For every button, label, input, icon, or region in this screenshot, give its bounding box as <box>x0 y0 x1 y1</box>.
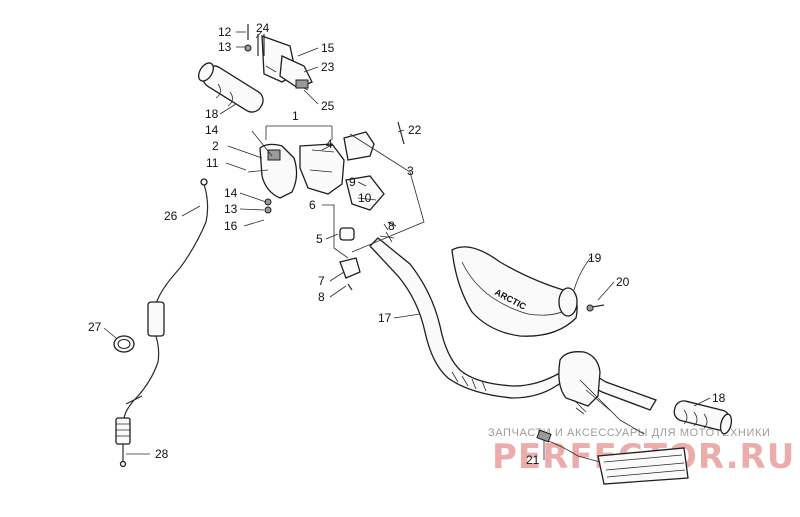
callout-23: 23 <box>321 60 335 74</box>
leader-lines <box>103 30 711 460</box>
callout-1: 1 <box>292 109 299 123</box>
callout-8-lower: 8 <box>318 290 325 304</box>
hand-guard: ARCTIC <box>451 246 605 337</box>
callout-15: 15 <box>321 41 335 55</box>
callout-18-lower: 18 <box>712 391 726 405</box>
callout-11: 11 <box>206 156 219 170</box>
callout-28: 28 <box>155 447 169 461</box>
handlebar <box>369 237 657 411</box>
callout-numbers: 12 24 13 15 23 25 18 1 22 14 4 2 3 11 9 … <box>88 21 726 467</box>
throttle-bracket <box>244 24 313 91</box>
callout-10: 10 <box>358 191 372 205</box>
small-parts <box>339 121 405 291</box>
callout-16: 16 <box>224 219 238 233</box>
callout-24: 24 <box>256 21 270 35</box>
callout-17: 17 <box>378 311 392 325</box>
switch-housing <box>247 131 385 214</box>
callout-13: 13 <box>218 40 232 54</box>
left-grip-lower <box>673 400 733 435</box>
callout-5: 5 <box>316 232 323 246</box>
callout-18-upper: 18 <box>205 107 219 121</box>
callout-2: 2 <box>212 139 219 153</box>
callout-14-lower: 14 <box>224 186 238 200</box>
upper-grip <box>198 62 264 113</box>
callout-12: 12 <box>218 25 232 39</box>
callout-14-upper: 14 <box>205 123 219 137</box>
throttle-cable <box>113 178 209 468</box>
callout-4: 4 <box>326 137 333 151</box>
callout-19: 19 <box>588 251 602 265</box>
callout-27: 27 <box>88 320 102 334</box>
callout-22: 22 <box>408 123 422 137</box>
hand-warmer <box>536 429 689 485</box>
callout-9: 9 <box>349 175 356 189</box>
callout-3: 3 <box>407 164 414 178</box>
callout-13-lower: 13 <box>224 202 238 216</box>
callout-25: 25 <box>321 99 335 113</box>
callout-8-upper: 8 <box>388 219 395 233</box>
watermark-tagline: ЗАПЧАСТИ И АКСЕССУАРЫ ДЛЯ МОТОТЕХНИКИ <box>488 427 770 439</box>
brake-lever-assembly <box>558 351 645 435</box>
callout-7: 7 <box>318 274 325 288</box>
callout-26: 26 <box>164 209 178 223</box>
callout-6: 6 <box>309 198 316 212</box>
callout-21: 21 <box>526 453 540 467</box>
callout-20: 20 <box>616 275 630 289</box>
